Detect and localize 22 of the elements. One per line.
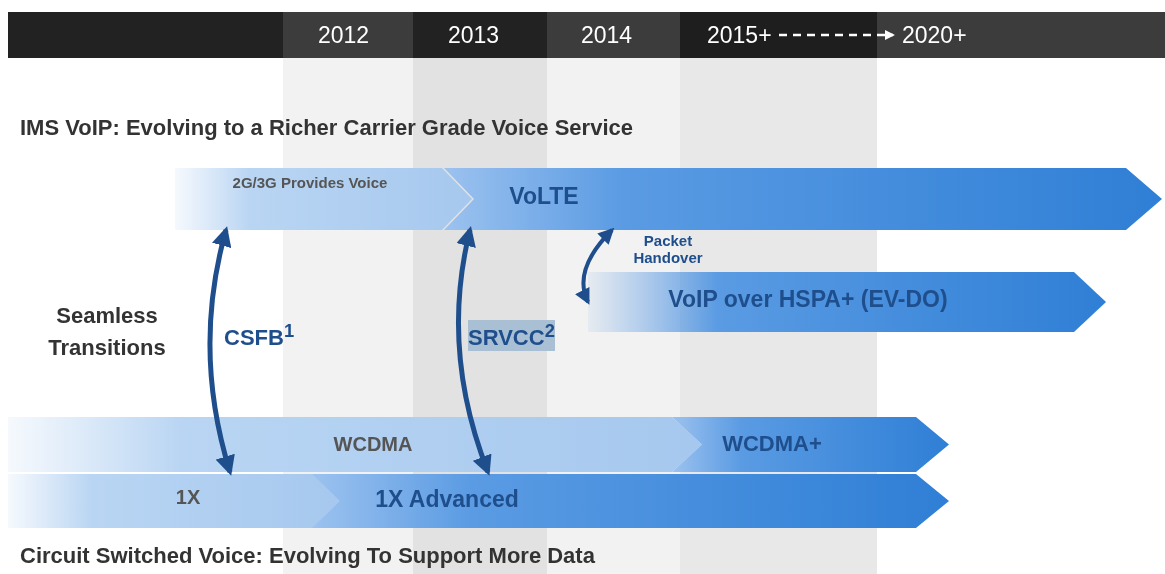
double-headed-arrow xyxy=(207,226,236,476)
year-label: 2012 xyxy=(318,22,370,48)
year-label: 2013 xyxy=(448,22,500,48)
double-headed-arrow xyxy=(575,227,615,305)
year-label: 2015+ xyxy=(707,22,772,48)
year-label: 2014 xyxy=(581,22,633,48)
edge-label: SRVCC$^{2}$ xyxy=(468,320,555,352)
band-label: 2G/3G Provides Voice xyxy=(231,174,389,192)
band-label: WCDMA xyxy=(332,433,414,456)
band-label: VoIP over HSPA+ (EV-DO) xyxy=(667,286,949,312)
band-label: 1X xyxy=(174,486,202,509)
edge-label: Packet Handover xyxy=(632,232,704,266)
dashed-arrow xyxy=(779,30,895,40)
band-label: VoLTE xyxy=(508,183,580,209)
edge-label: CSFB$^{1}$ xyxy=(224,320,295,352)
section-heading: IMS VoIP: Evolving to a Richer Carrier Grade Voice Service xyxy=(20,115,633,141)
band-label: 1X Advanced xyxy=(374,486,520,512)
band-label: WCDMA+ xyxy=(721,431,823,456)
section-heading: Circuit Switched Voice: Evolving To Support More Data xyxy=(20,543,595,569)
side-label: Seamless Transitions xyxy=(47,302,167,362)
double-headed-arrow xyxy=(456,226,492,476)
year-label: 2020+ xyxy=(902,22,967,48)
